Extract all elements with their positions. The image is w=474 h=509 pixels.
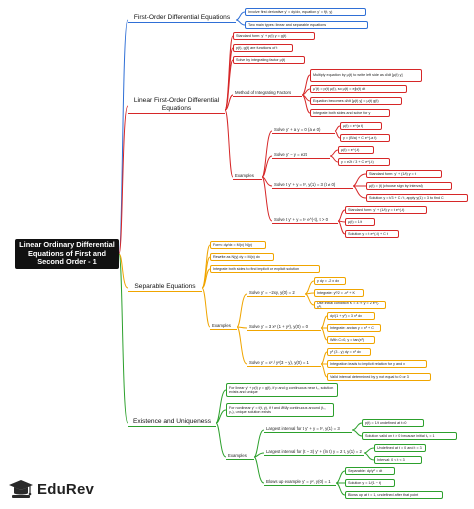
method-step: μ'(t) = p(t) μ(t), so μ(t) = e∫p(t) dt (310, 85, 407, 93)
separable-example-step: Integrate: y²/2 = -x² + K (314, 289, 364, 297)
existence-example-step: Interval: 0 < t < 3 (374, 456, 422, 464)
separable-example: Solve y' = 3 x² (1 + y²), y(0) = 0 (247, 323, 321, 331)
existence-example-step: Blows up at t = 1, undefined after that … (345, 491, 443, 499)
root-topic: Linear Ordinary Differential Equations o… (15, 239, 119, 269)
linear-example: Solve t y' + y = t², y(1) = 3 (t ≠ 0) (272, 181, 353, 189)
linear-example-step: Solution y = t e^(-t) + C t (345, 230, 399, 238)
method-step: Integrate both sides and solve for y (310, 109, 390, 117)
separable-heading: Separable Equations (128, 282, 202, 292)
existence-example-step: p(t) = 1/t undefined at t=0 (362, 419, 424, 427)
edurev-logo: EduRev (8, 477, 94, 501)
linear-example: Solve y' − y = e2t (272, 151, 330, 159)
existence-item: For nonlinear y' = f(t, y), if f and ∂f/… (226, 403, 334, 417)
first-order-item: Two main types: linear and separable equ… (245, 21, 368, 29)
existence-example-step: Solution valid on t > 0 because initial … (362, 432, 457, 440)
existence-heading: Existence and Uniqueness (128, 417, 216, 427)
separable-examples-label: Examples (210, 322, 237, 330)
linear-example: Solve t y' + y = tⁿ e^(-t), t > 0 (272, 216, 338, 224)
separable-example: Solve y' = x² / y²(3 − y), y(0) = 1 (247, 359, 321, 367)
linear-examples-label: Examples (233, 172, 262, 180)
separable-example-step: With C=0, y = tan(x³) (327, 336, 375, 344)
method-integrating-factors: Method of Integrating Factors (233, 89, 302, 97)
linear-item: Standard form: y' + p(t) y = g(t) (233, 32, 315, 40)
linear-example-step: Standard form: y' + (1/t) y = t e^(-t) (345, 206, 427, 214)
first-order-heading: First-Order Differential Equations (128, 13, 236, 23)
linear-example-step: μ(t) = e^(-t) (338, 146, 374, 154)
linear-item: Solve by integrating factor μ(t) (233, 56, 305, 64)
separable-example-step: Valid interval determined by y not equal… (327, 373, 431, 381)
separable-example: Solve y' = −2xy, y(0) = 2 (247, 289, 305, 297)
linear-example-step: μ(t) = e^(a t) (340, 122, 382, 130)
existence-examples-label: Examples (226, 452, 254, 460)
method-step: Multiply equation by μ(t) to write left … (310, 69, 422, 82)
method-step: Equation becomes d/dt [μ(t) y] = μ(t) g(… (310, 97, 402, 105)
linear-example-step: y = e2t / 3 + C e^(-t) (338, 158, 390, 166)
separable-example-step: Use initial condition K = 4 ⇒ y = 2 e^(-… (314, 301, 386, 309)
linear-example-step: μ(t) = 1/t (345, 218, 375, 226)
existence-example: Largest interval for t y' + y = t², y(1)… (264, 425, 352, 433)
separable-item: Form: dy/dx = M(x) N(y) (210, 241, 266, 249)
separable-example-step: Integrate: arctan y = x³ + C (327, 324, 381, 332)
linear-example-step: Solution y = t/3 + C / t, apply y(1) = 3… (366, 194, 468, 202)
graduation-cap-icon (9, 480, 33, 498)
linear-example-step: y = (B/a) + C e^(-a t) (340, 134, 390, 142)
existence-example: Largest interval for (t − 3) y' + (ln t)… (264, 448, 364, 456)
existence-example: Blows up example y' = y², y(0) = 1 (264, 478, 336, 486)
separable-example-step: Integration leads to implicit relation f… (327, 360, 427, 368)
separable-example-step: y² (3 - y) dy = x² dx (327, 348, 371, 356)
separable-example-step: dy/(1 + y²) = 3 x² dx (327, 312, 375, 320)
linear-example-step: Standard form: y' + (1/t) y = t (366, 170, 442, 178)
separable-example-step: y dy = -2 x dx (314, 277, 346, 285)
brand-name: EduRev (37, 480, 95, 498)
existence-example-step: Separable: dy/y² = dt (345, 467, 395, 475)
linear-example: Solve y' + a y = 0 (a ≠ 0) (272, 126, 335, 134)
existence-example-step: Solution y = 1/(1 − t) (345, 479, 395, 487)
linear-item: p(t), g(t) are functions of t (233, 44, 293, 52)
existence-item: For linear y' + p(t) y = g(t), if p and … (226, 383, 338, 397)
separable-item: Integrate both sides to find implicit or… (210, 265, 320, 273)
linear-heading: Linear First-Order Differential Equation… (128, 97, 225, 114)
existence-example-step: Undefined at t = 0 and t = 3 (374, 444, 426, 452)
first-order-item: Involve first derivative y' = dy/dx, equ… (245, 8, 366, 16)
separable-item: Rewrite as N(y) dy = M(x) dx (210, 253, 274, 261)
linear-example-step: μ(t) = |t| (choose sign by interval) (366, 182, 452, 190)
